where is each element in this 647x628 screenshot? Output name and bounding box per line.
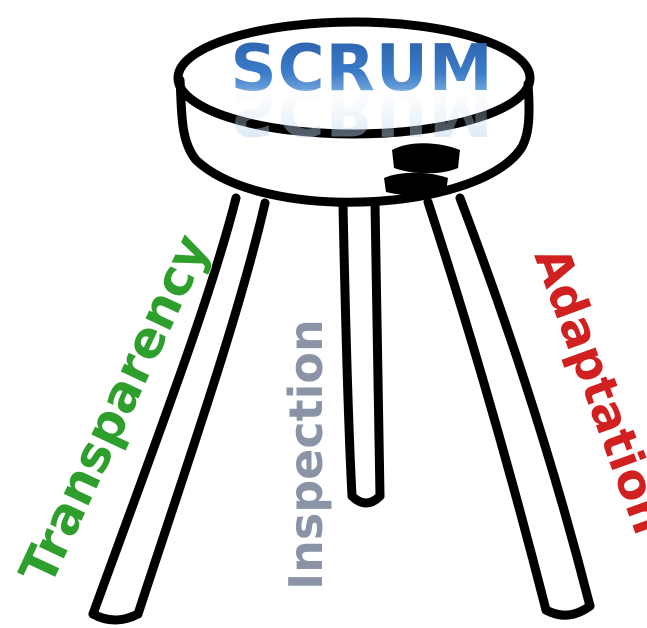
scrum-title: SCRUM SCRUM — [231, 32, 494, 148]
pillar-label-adaptation: Adaptation — [523, 240, 647, 541]
pillar-labels: Transparency Inspection Adaptation — [8, 225, 647, 594]
stool-legs — [88, 193, 595, 625]
pillar-label-transparency: Transparency — [8, 226, 220, 593]
title-reflection: SCRUM — [231, 74, 494, 148]
pillar-label-inspection: Inspection — [279, 319, 333, 590]
title-text: SCRUM — [231, 32, 494, 106]
stool-seat — [173, 17, 535, 207]
